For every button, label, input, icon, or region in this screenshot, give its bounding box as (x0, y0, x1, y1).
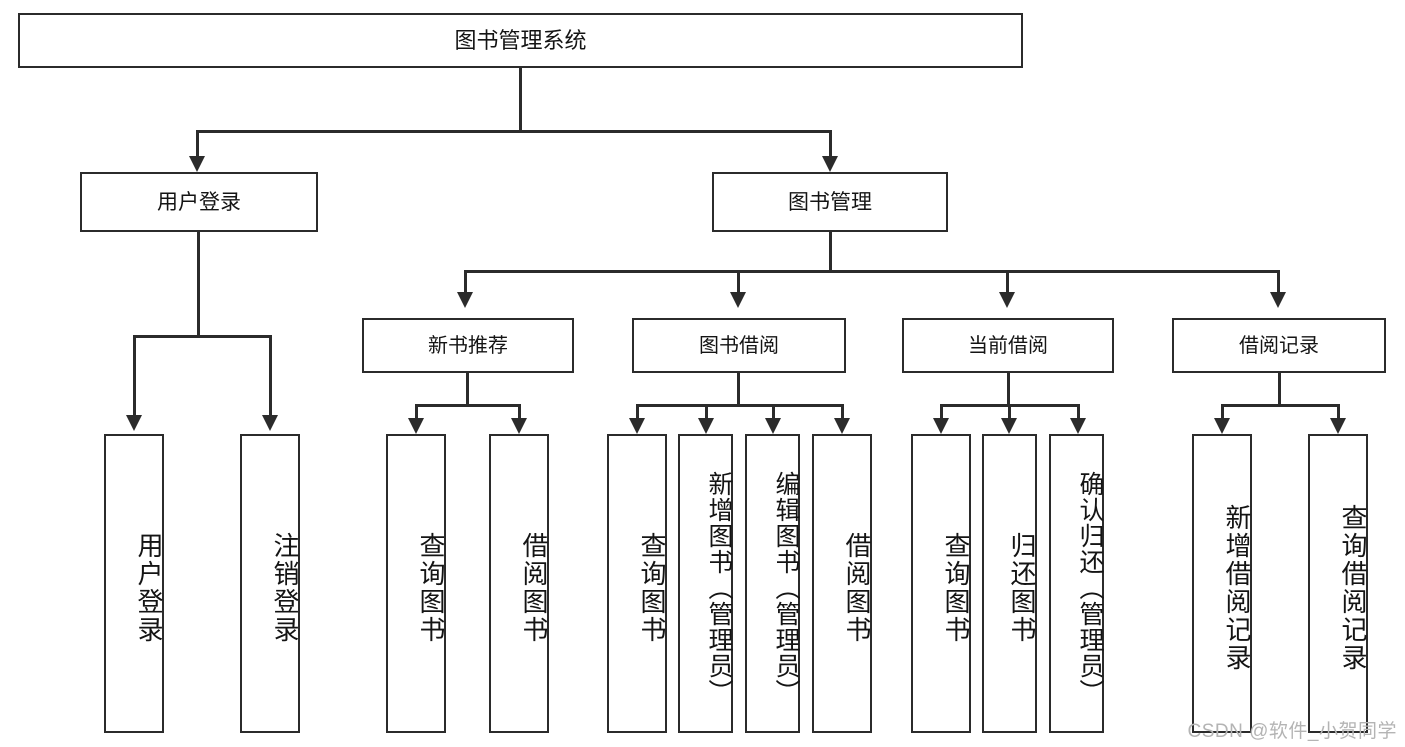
node-leaf-query-book-3[interactable]: 查询图书 (911, 434, 971, 733)
node-leaf-borrow-book-1[interactable]: 借阅图书 (489, 434, 549, 733)
node-label: 新书推荐 (428, 334, 508, 357)
connector-book-borrow-drop-1 (636, 404, 639, 420)
arrow-book-manage-to-book-borrow (730, 292, 746, 308)
node-label: 用户登录 (134, 531, 164, 644)
arrow-current-borrow-to-query-book (933, 418, 949, 434)
arrow-book-manage-to-borrow-record (1270, 292, 1286, 308)
arrow-current-borrow-to-return-book (1001, 418, 1017, 434)
connector-root-bus (196, 130, 832, 133)
node-leaf-add-record[interactable]: 新增借阅记录 (1192, 434, 1252, 733)
node-new-book-recommend[interactable]: 新书推荐 (362, 318, 574, 373)
connector-root-to-user-login (196, 130, 199, 158)
connector-user-login-bus (133, 335, 272, 338)
node-label: 查询图书 (941, 531, 971, 644)
arrow-book-borrow-to-query-book (629, 418, 645, 434)
node-leaf-logout[interactable]: 注销登录 (240, 434, 300, 733)
node-label: 借阅记录 (1239, 334, 1319, 357)
arrow-borrow-record-to-add-record (1214, 418, 1230, 434)
node-label: 注销登录 (270, 531, 300, 644)
arrow-root-to-user-login (189, 156, 205, 172)
arrow-current-borrow-to-confirm-return (1070, 418, 1086, 434)
connector-book-borrow-drop-4 (841, 404, 844, 420)
node-label: 新增图书（管理员） (705, 470, 733, 705)
connector-borrow-record-drop-2 (1337, 404, 1340, 420)
connector-borrow-record-drop-1 (1221, 404, 1224, 420)
connector-new-book-recommend-drop-2 (518, 404, 521, 420)
connector-book-borrow-drop-2 (705, 404, 708, 420)
node-label: 借阅图书 (842, 531, 872, 644)
arrow-user-login-to-leaf-logout (262, 415, 278, 431)
arrow-book-manage-to-current-borrow (999, 292, 1015, 308)
connector-current-borrow-drop-1 (940, 404, 943, 420)
connector-new-book-recommend-drop-1 (415, 404, 418, 420)
node-label: 编辑图书（管理员） (772, 470, 800, 705)
connector-user-login-drop-1 (133, 335, 136, 417)
arrow-borrow-record-to-query-record (1330, 418, 1346, 434)
node-current-borrow[interactable]: 当前借阅 (902, 318, 1114, 373)
connector-new-book-recommend-stem (466, 373, 469, 406)
connector-book-manage-drop-3 (1006, 270, 1009, 294)
node-leaf-query-book-2[interactable]: 查询图书 (607, 434, 667, 733)
node-leaf-add-book[interactable]: 新增图书（管理员） (678, 434, 733, 733)
arrow-new-book-recommend-to-borrow-book (511, 418, 527, 434)
node-user-login[interactable]: 用户登录 (80, 172, 318, 232)
connector-borrow-record-bus (1221, 404, 1340, 407)
node-label: 图书管理 (788, 190, 872, 214)
node-label: 图书借阅 (699, 334, 779, 357)
node-leaf-query-record[interactable]: 查询借阅记录 (1308, 434, 1368, 733)
arrow-book-borrow-to-borrow-book (834, 418, 850, 434)
arrow-book-manage-to-new-book-recommend (457, 292, 473, 308)
connector-user-login-stem (197, 232, 200, 335)
node-leaf-edit-book[interactable]: 编辑图书（管理员） (745, 434, 800, 733)
node-leaf-borrow-book-2[interactable]: 借阅图书 (812, 434, 872, 733)
node-label: 用户登录 (157, 190, 241, 214)
arrow-book-borrow-to-edit-book (765, 418, 781, 434)
arrow-book-borrow-to-add-book (698, 418, 714, 434)
connector-new-book-recommend-bus (415, 404, 520, 407)
node-book-borrow[interactable]: 图书借阅 (632, 318, 846, 373)
node-label: 归还图书 (1007, 531, 1037, 644)
connector-borrow-record-stem (1278, 373, 1281, 406)
connector-current-borrow-stem (1007, 373, 1010, 406)
connector-book-borrow-bus (636, 404, 844, 407)
node-label: 确认归还（管理员） (1076, 470, 1104, 705)
node-label: 查询图书 (637, 531, 667, 644)
connector-current-borrow-drop-2 (1008, 404, 1011, 420)
connector-root-stem (519, 68, 522, 130)
connector-book-manage-drop-1 (464, 270, 467, 294)
node-label: 当前借阅 (968, 334, 1048, 357)
connector-book-manage-stem (829, 232, 832, 272)
connector-book-borrow-drop-3 (772, 404, 775, 420)
node-label: 新增借阅记录 (1222, 503, 1252, 672)
connector-book-borrow-stem (737, 373, 740, 406)
node-book-manage[interactable]: 图书管理 (712, 172, 948, 232)
arrow-user-login-to-leaf-user-login (126, 415, 142, 431)
connector-root-to-book-manage (829, 130, 832, 158)
node-label: 图书管理系统 (454, 27, 587, 53)
node-label: 查询图书 (416, 531, 446, 644)
node-borrow-record[interactable]: 借阅记录 (1172, 318, 1386, 373)
connector-book-manage-drop-2 (737, 270, 740, 294)
node-leaf-query-book-1[interactable]: 查询图书 (386, 434, 446, 733)
connector-current-borrow-drop-3 (1077, 404, 1080, 420)
node-label: 借阅图书 (519, 531, 549, 644)
arrow-root-to-book-manage (822, 156, 838, 172)
node-leaf-user-login[interactable]: 用户登录 (104, 434, 164, 733)
node-root-system[interactable]: 图书管理系统 (18, 13, 1023, 68)
node-label: 查询借阅记录 (1338, 503, 1368, 672)
node-leaf-confirm-return[interactable]: 确认归还（管理员） (1049, 434, 1104, 733)
connector-book-manage-drop-4 (1277, 270, 1280, 294)
connector-book-manage-bus (464, 270, 1280, 273)
node-leaf-return-book[interactable]: 归还图书 (982, 434, 1037, 733)
arrow-new-book-recommend-to-query-book (408, 418, 424, 434)
connector-user-login-drop-2 (269, 335, 272, 417)
